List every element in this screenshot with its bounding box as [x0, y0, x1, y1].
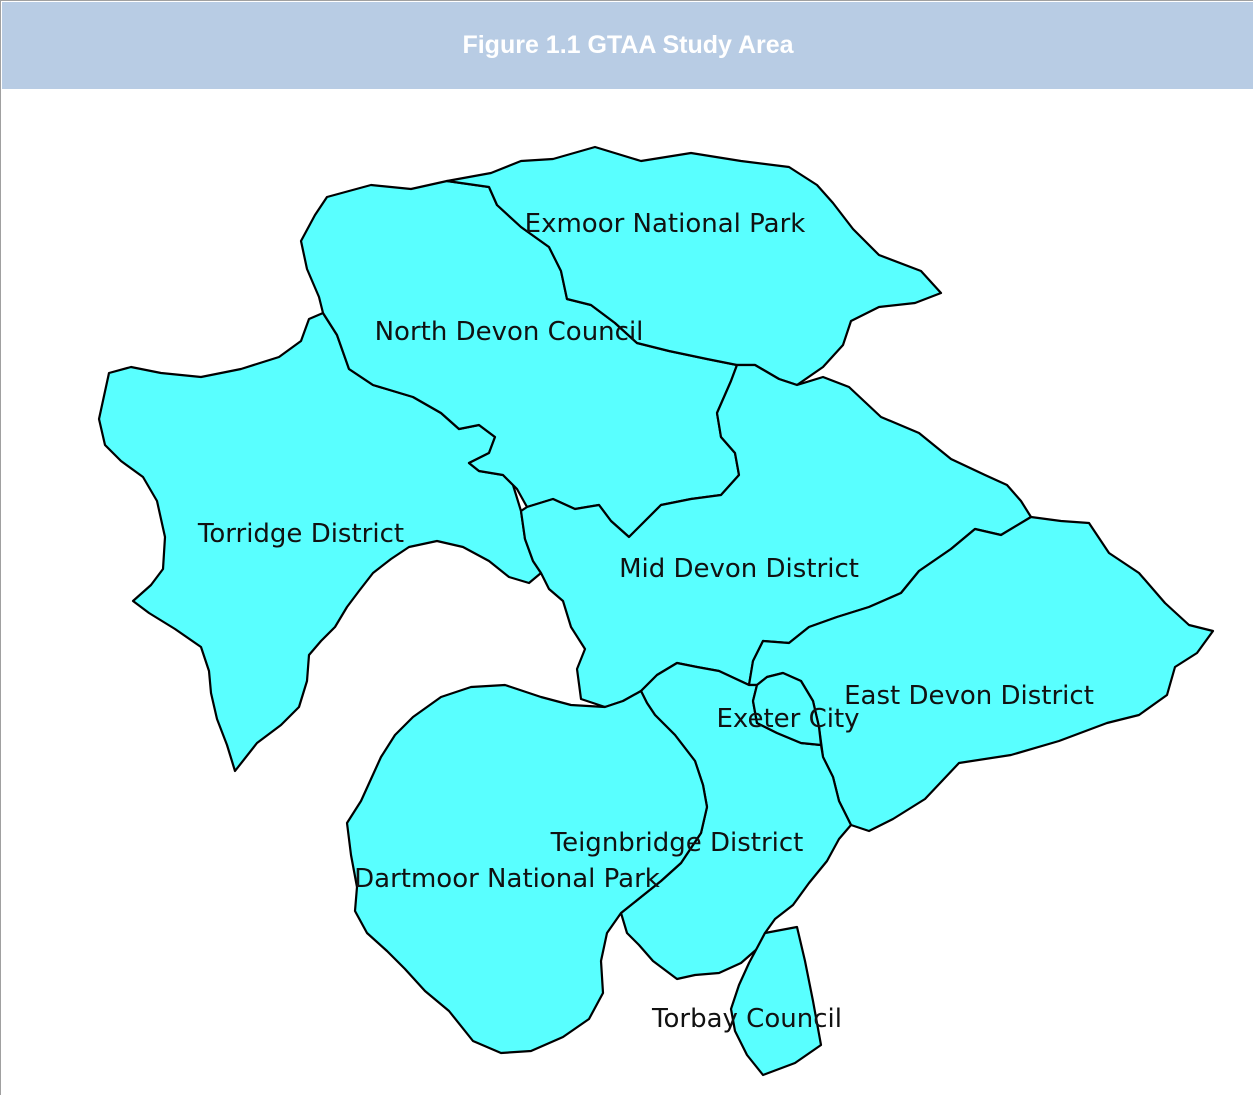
label-dartmoor: Dartmoor National Park — [354, 864, 660, 894]
region-exeter[interactable] — [751, 671, 823, 747]
label-north-devon: North Devon Council — [375, 317, 644, 347]
region-dartmoor[interactable] — [345, 683, 709, 1055]
label-exeter: Exeter City — [716, 704, 859, 734]
label-east-devon: East Devon District — [844, 681, 1094, 711]
label-exmoor: Exmoor National Park — [525, 209, 806, 239]
region-torbay[interactable] — [729, 925, 823, 1077]
label-torbay: Torbay Council — [651, 1004, 842, 1034]
label-mid-devon: Mid Devon District — [619, 554, 859, 584]
label-torridge: Torridge District — [197, 519, 404, 549]
region-exmoor[interactable] — [445, 145, 943, 387]
label-teignbridge: Teignbridge District — [550, 828, 804, 858]
figure-caption: Figure 1.1 GTAA Study Area — [2, 2, 1253, 89]
